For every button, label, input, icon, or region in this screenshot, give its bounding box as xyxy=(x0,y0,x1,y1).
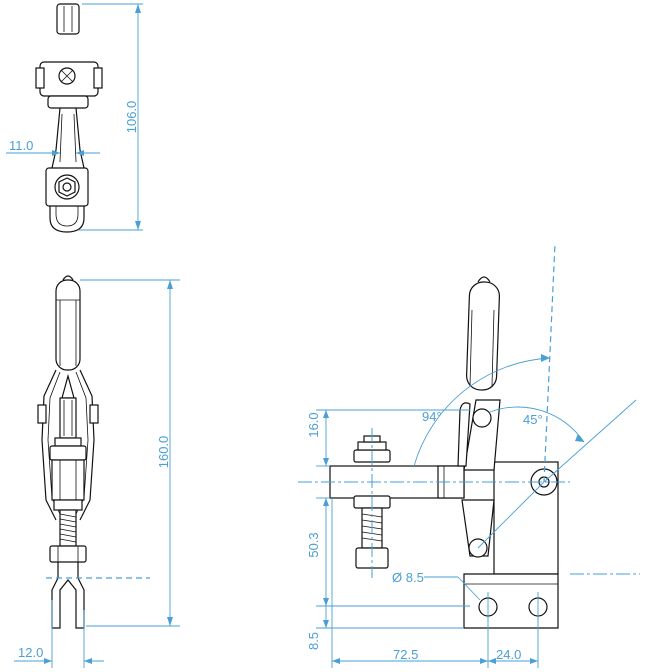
dim-side-base-width: 24.0 xyxy=(496,647,521,662)
dim-side-open-angle: 45° xyxy=(523,412,543,427)
dim-top-view-height: 106.0 xyxy=(124,101,139,134)
dim-side-base-offset: 8.5 xyxy=(306,632,321,650)
front-view xyxy=(14,275,180,668)
dim-front-view-height: 160.0 xyxy=(156,436,171,469)
dim-side-hole-diameter: Ø 8.5 xyxy=(392,570,424,585)
dim-side-handle-angle: 94° xyxy=(422,409,442,424)
top-view xyxy=(6,3,143,233)
dim-side-reach: 72.5 xyxy=(393,647,418,662)
dim-side-spindle-height: 50.3 xyxy=(306,532,321,557)
dim-front-view-width: 12.0 xyxy=(18,645,43,660)
dim-top-view-width: 11.0 xyxy=(9,138,33,153)
dim-side-spindle-offset: 16.0 xyxy=(306,412,321,437)
side-view xyxy=(298,243,640,668)
